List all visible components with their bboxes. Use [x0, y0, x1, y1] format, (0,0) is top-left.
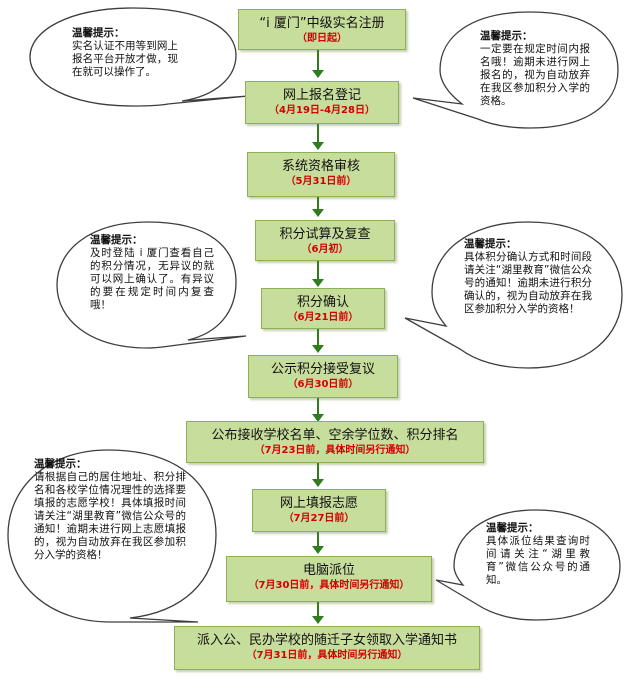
tip-body: 及时登陆 i 厦门查看自己的积分情况，无异议的就可以网上确认了。有异议的要在规定… — [90, 247, 214, 311]
tip-title: 温馨提示： — [480, 30, 533, 42]
step-online-registration: 网上报名登记 （4月19日-4月28日） — [245, 81, 399, 124]
step-points-publicity: 公示积分接受复议 （6月30日前） — [248, 355, 398, 398]
step-computer-allocation: 电脑派位 （7月30日前，具体时间另行通知） — [226, 556, 432, 602]
tip-1: 温馨提示： 一定要在规定时间内报名哦！逾期未进行网上报名的，视为自动放弃在我区参… — [480, 30, 590, 108]
step-date: （7月30日前，具体时间另行通知） — [248, 580, 410, 591]
step-title: 电脑派位 — [302, 563, 355, 578]
tip-bubble-2 — [56, 221, 247, 349]
tip-bubble-4 — [7, 449, 217, 623]
step-points-confirm: 积分确认 （6月21日前） — [261, 288, 385, 329]
tip-title: 温馨提示： — [72, 27, 125, 39]
tip-bubble-0 — [29, 7, 249, 107]
tip-2: 温馨提示： 及时登陆 i 厦门查看自己的积分情况，无异议的就可以网上确认了。有异… — [90, 234, 214, 312]
step-fill-preferences: 网上填报志愿 （7月27日前） — [252, 489, 386, 532]
tip-body: 具体积分确认方式和时间段请关注“湖里教育”微信公众号的通知！逾期未进行积分确认的… — [464, 251, 592, 315]
tip-title: 温馨提示： — [90, 234, 143, 246]
step-title: 积分试算及复查 — [279, 227, 371, 242]
step-realname-register: “i 厦门”中级实名注册 （即日起） — [238, 9, 406, 50]
step-title: 公布接收学校名单、空余学位数、积分排名 — [211, 428, 459, 443]
tip-body: 请根据自己的居住地址、积分排名和各校学位情况理性的选择要填报的志愿学校！具体填报… — [34, 471, 186, 561]
step-title: 系统资格审核 — [281, 159, 360, 174]
step-date: （6月21日前） — [287, 312, 359, 323]
step-date: （7月27日前） — [283, 513, 355, 524]
step-title: 公示积分接受复议 — [270, 362, 375, 377]
tip-0: 温馨提示： 实名认证不用等到网上报名平台开放才做，现在就可以操作了。 — [72, 27, 178, 79]
tip-body: 实名认证不用等到网上报名平台开放才做，现在就可以操作了。 — [72, 40, 178, 78]
step-date: （7月31日前，具体时间另行通知） — [246, 650, 408, 661]
step-date: （6月30日前） — [287, 379, 359, 390]
tip-title: 温馨提示： — [486, 522, 539, 534]
step-title: 派入公、民办学校的随迁子女领取入学通知书 — [196, 633, 457, 648]
step-qualification-review: 系统资格审核 （5月31日前） — [247, 152, 395, 197]
step-title: 网上填报志愿 — [279, 496, 358, 511]
step-points-trial: 积分试算及复查 （6月初） — [255, 220, 395, 261]
step-date: （即日起） — [297, 33, 347, 44]
step-title: 积分确认 — [296, 295, 349, 310]
step-date: （5月31日前） — [285, 176, 357, 187]
tip-body: 具体派位结果查询时间请关注“湖里教育”微信公众号的通知。 — [486, 535, 590, 586]
tip-body: 一定要在规定时间内报名哦！逾期未进行网上报名的，视为自动放弃在我区参加积分入学的… — [480, 43, 590, 107]
step-title: 网上报名登记 — [282, 88, 361, 103]
tip-title: 温馨提示： — [464, 238, 517, 250]
tip-bubble-3 — [404, 221, 623, 369]
tip-3: 温馨提示： 具体积分确认方式和时间段请关注“湖里教育”微信公众号的通知！逾期未进… — [464, 238, 592, 316]
step-publish-school-list: 公布接收学校名单、空余学位数、积分排名 （7月23日前，具体时间另行通知） — [186, 421, 484, 463]
tip-bubble-5 — [435, 509, 621, 621]
step-title: “i 厦门”中级实名注册 — [259, 16, 385, 31]
tip-title: 温馨提示： — [34, 458, 87, 470]
step-date: （6月初） — [301, 244, 349, 255]
step-date: （7月23日前，具体时间另行通知） — [254, 445, 416, 456]
step-admission-notice: 派入公、民办学校的随迁子女领取入学通知书 （7月31日前，具体时间另行通知） — [174, 626, 480, 670]
tip-5: 温馨提示： 具体派位结果查询时间请关注“湖里教育”微信公众号的通知。 — [486, 522, 590, 587]
tip-4: 温馨提示： 请根据自己的居住地址、积分排名和各校学位情况理性的选择要填报的志愿学… — [34, 458, 186, 562]
tip-bubble-1 — [412, 11, 619, 129]
step-date: （4月19日-4月28日） — [269, 105, 375, 116]
